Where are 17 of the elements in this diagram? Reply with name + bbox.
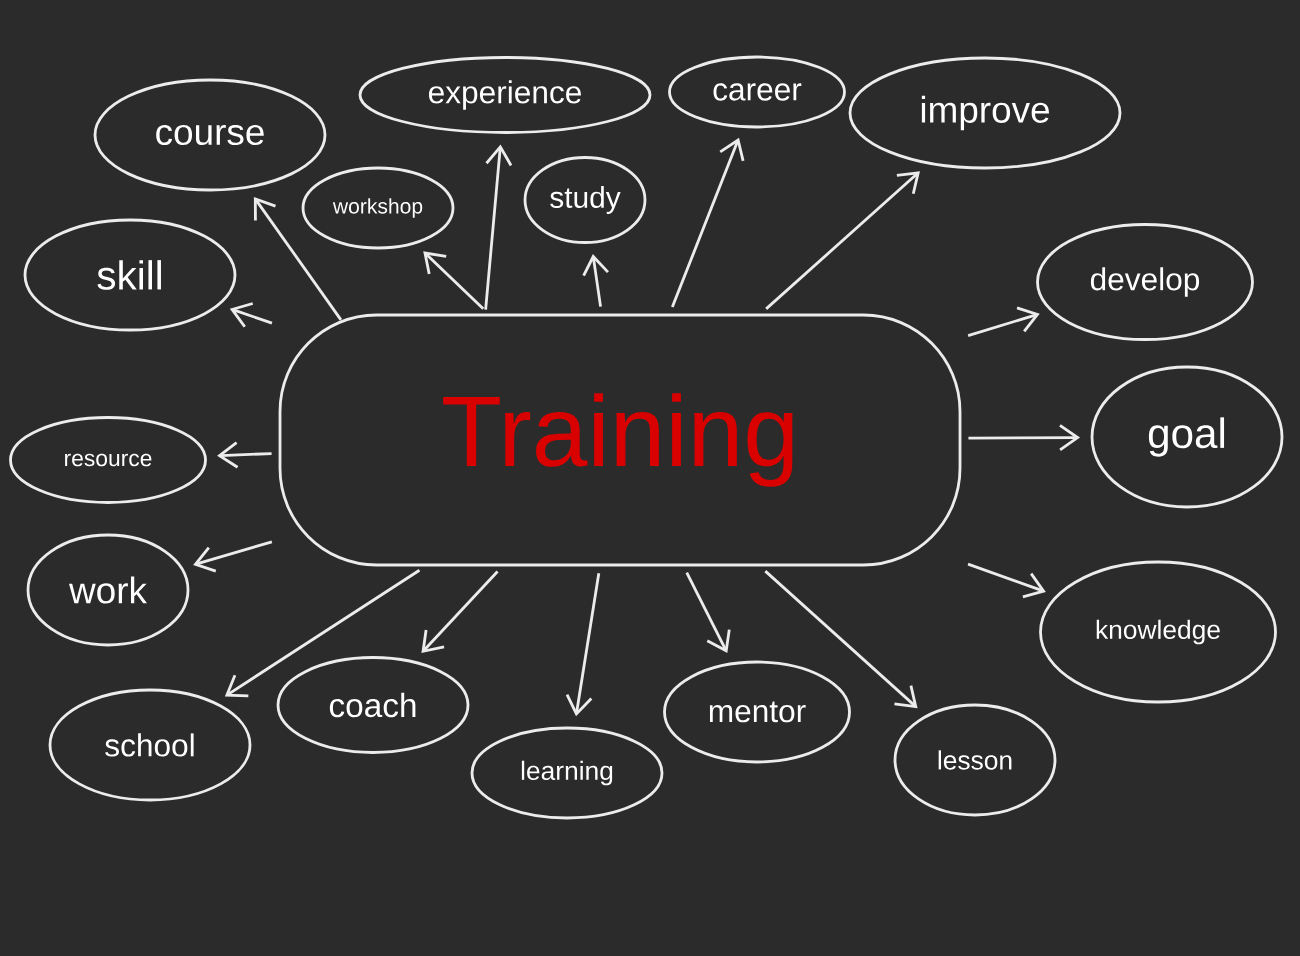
- arrow: [685, 572, 731, 654]
- arrow: [224, 569, 421, 698]
- arrow: [764, 570, 918, 709]
- arrow: [217, 441, 272, 469]
- arrow: [565, 573, 601, 717]
- arrow: [193, 540, 273, 573]
- arrow: [253, 196, 343, 321]
- arrow: [421, 570, 499, 654]
- arrow: [484, 144, 513, 310]
- arrow: [967, 562, 1046, 599]
- arrow: [423, 251, 485, 310]
- arrow: [765, 171, 920, 310]
- arrow: [671, 137, 745, 308]
- arrow: [968, 424, 1081, 452]
- arrow: [229, 302, 273, 328]
- arrow: [582, 254, 609, 307]
- arrow: [967, 306, 1040, 337]
